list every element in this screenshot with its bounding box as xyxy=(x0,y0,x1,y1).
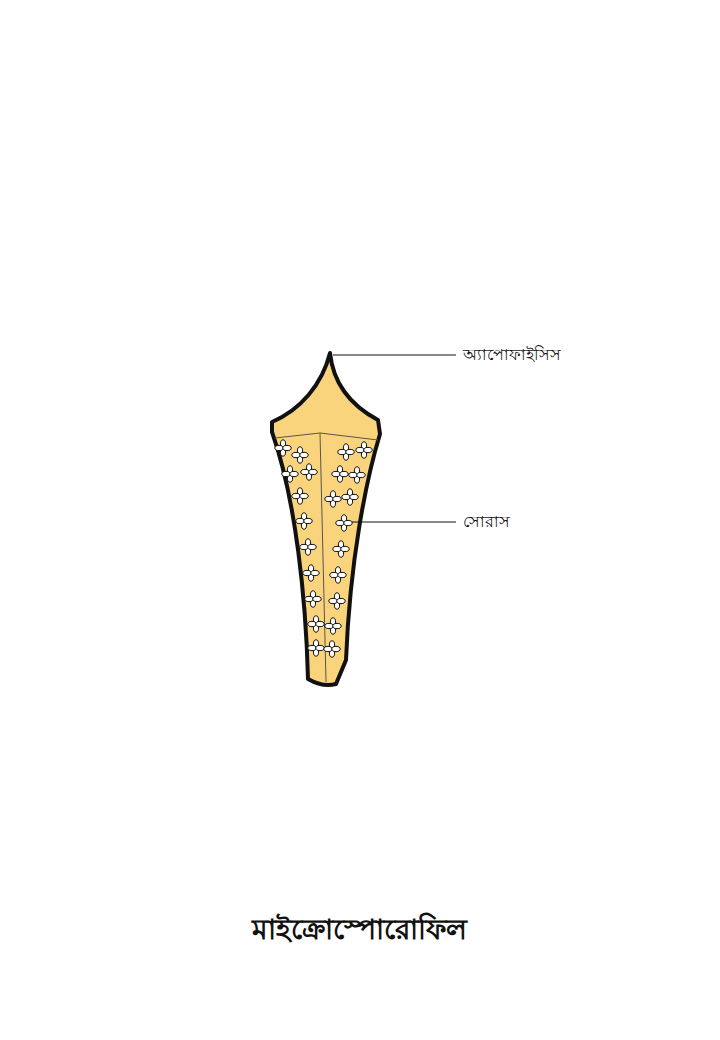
sporophyll-outline xyxy=(272,353,380,685)
figure-caption: মাইক্রোস্পোরোফিল xyxy=(252,913,467,947)
part-label: অ্যাপোফাইসিস xyxy=(463,345,561,364)
sori-group xyxy=(275,440,372,657)
leader-line xyxy=(352,522,456,523)
fertile-region-line xyxy=(275,433,378,440)
midrib-line xyxy=(320,433,326,682)
part-label: সোরাস xyxy=(463,512,510,531)
leader-line xyxy=(333,355,456,356)
